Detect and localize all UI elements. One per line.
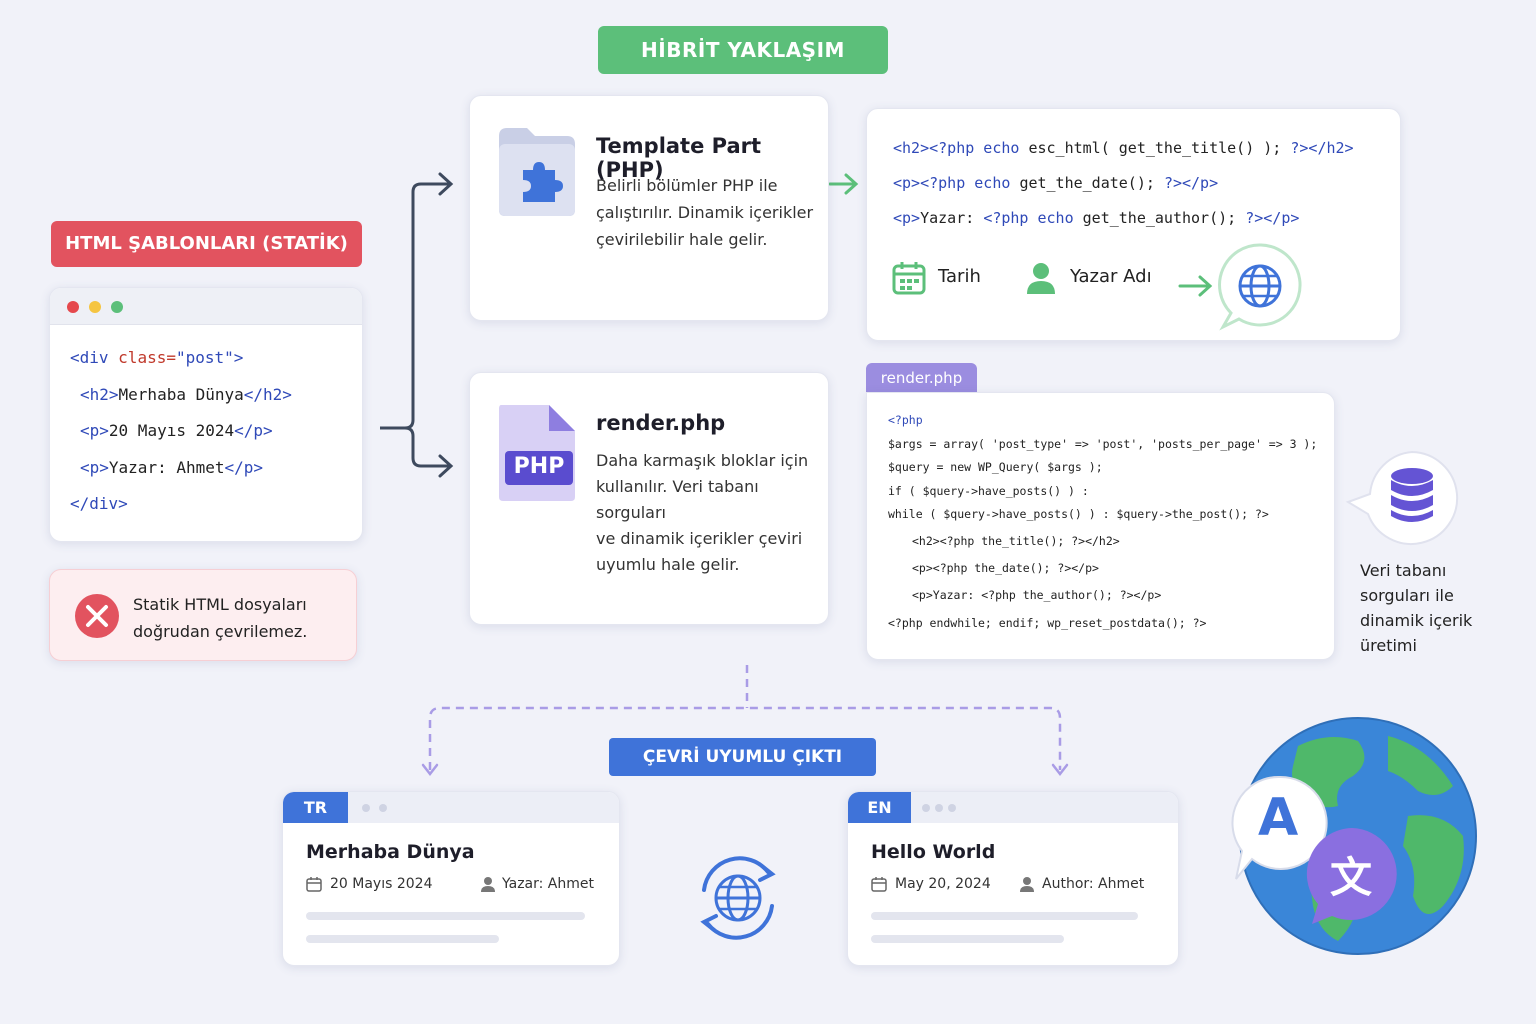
user-icon [1020, 877, 1034, 892]
arrow-right-icon [1178, 275, 1213, 297]
tr-post-title: Merhaba Dünya [306, 841, 475, 863]
static-code-line: <div class="post"> [70, 348, 244, 367]
calendar-icon [892, 262, 926, 295]
globe-speech-icon [1218, 243, 1302, 331]
puzzle-folder-icon [499, 128, 575, 216]
error-x-icon [75, 594, 119, 638]
template-code-line: <h2><?php echo esc_html( get_the_title()… [893, 139, 1354, 157]
static-code-line: </div> [70, 494, 128, 513]
placeholder-line [306, 935, 499, 943]
window-dot [922, 804, 930, 812]
en-post-date: May 20, 2024 [895, 876, 991, 892]
database-speech-icon [1345, 450, 1459, 545]
static-templates-label: HTML ŞABLONLARI (STATİK) [51, 221, 362, 267]
error-text: Statik HTML dosyaları doğrudan çevrileme… [133, 595, 308, 641]
render-code-line: if ( $query->have_posts() ) : [888, 484, 1089, 498]
translate-bubble-a-icon [1231, 775, 1328, 880]
calendar-icon [871, 877, 887, 892]
render-code-line: <p>Yazar: <?php the_author(); ?></p> [912, 588, 1162, 602]
template-code-line: <p>Yazar: <?php echo get_the_author(); ?… [893, 209, 1300, 227]
template-part-title: Template Part (PHP) [596, 134, 762, 182]
tr-output-card: TR Merhaba Dünya 20 Mayıs 2024 Yazar: Ah… [282, 791, 620, 966]
en-output-card: EN Hello World May 20, 2024 Author: Ahme… [847, 791, 1179, 966]
render-php-card: PHP render.php Daha karmaşık bloklar içi… [469, 372, 829, 625]
en-language-tab[interactable]: EN [848, 792, 911, 823]
render-code-line: <p><?php the_date(); ?></p> [912, 561, 1099, 575]
static-error-box: Statik HTML dosyaları doğrudan çevrileme… [49, 569, 357, 661]
database-caption: Veri tabanı sorguları ile dinamik içerik… [1360, 561, 1473, 655]
minimize-dot [89, 301, 101, 313]
template-part-card: Template Part (PHP) Belirli bölümler PHP… [469, 95, 829, 321]
render-title: render.php [596, 411, 726, 435]
hybrid-approach-label: HİBRİT YAKLAŞIM [598, 26, 888, 74]
render-code-card: <?php $args = array( 'post_type' => 'pos… [866, 392, 1335, 660]
tr-post-author: Yazar: Ahmet [502, 876, 594, 892]
window-dot [379, 804, 387, 812]
user-icon [481, 877, 495, 892]
php-badge: PHP [513, 454, 565, 479]
render-desc: Daha karmaşık bloklar için kullanılır. V… [596, 451, 809, 574]
render-file-tab: render.php [866, 363, 977, 393]
php-file-icon [499, 405, 575, 501]
translate-letter-zh: 文 [1330, 853, 1373, 902]
translate-bubble-zh-icon [1306, 828, 1397, 924]
translation-ready-output-label: ÇEVRİ UYUMLU ÇIKTI [609, 738, 876, 776]
template-part-desc: Belirli bölümler PHP ile çalıştırılır. D… [596, 176, 814, 249]
placeholder-line [306, 912, 585, 920]
window-dot [362, 804, 370, 812]
template-code-card: <h2><?php echo esc_html( get_the_title()… [866, 108, 1401, 341]
window-dot [935, 804, 943, 812]
template-code-line: <p><?php echo get_the_date(); ?></p> [893, 174, 1219, 192]
date-label: Tarih [938, 266, 981, 287]
static-code-line: <h2>Merhaba Dünya</h2> [80, 385, 292, 404]
render-code-line: while ( $query->have_posts() ) : $query-… [888, 507, 1269, 521]
translate-letter-a: A [1258, 788, 1299, 848]
window-dot [948, 804, 956, 812]
en-post-title: Hello World [871, 841, 996, 863]
en-post-author: Author: Ahmet [1042, 876, 1145, 892]
render-code-line: $query = new WP_Query( $args ); [888, 460, 1103, 474]
maximize-dot [111, 301, 123, 313]
tr-post-date: 20 Mayıs 2024 [330, 876, 433, 892]
user-icon [1027, 263, 1055, 294]
calendar-icon [306, 877, 322, 892]
static-code-window: <div class="post"> <h2>Merhaba Dünya</h2… [49, 287, 363, 542]
tr-language-tab[interactable]: TR [283, 792, 348, 823]
close-dot [67, 301, 79, 313]
render-code-line: <h2><?php the_title(); ?></h2> [912, 534, 1120, 548]
render-code-line: <?php [888, 413, 923, 427]
render-code-line: $args = array( 'post_type' => 'post', 'p… [888, 437, 1318, 451]
sync-globe-icon [700, 856, 776, 940]
placeholder-line [871, 935, 1064, 943]
render-code-line: <?php endwhile; endif; wp_reset_postdata… [888, 616, 1207, 630]
placeholder-line [871, 912, 1138, 920]
window-titlebar [50, 288, 362, 325]
author-name-label: Yazar Adı [1070, 266, 1152, 287]
static-code-line: <p>Yazar: Ahmet</p> [80, 458, 264, 477]
static-code-line: <p>20 Mayıs 2024</p> [80, 421, 273, 440]
